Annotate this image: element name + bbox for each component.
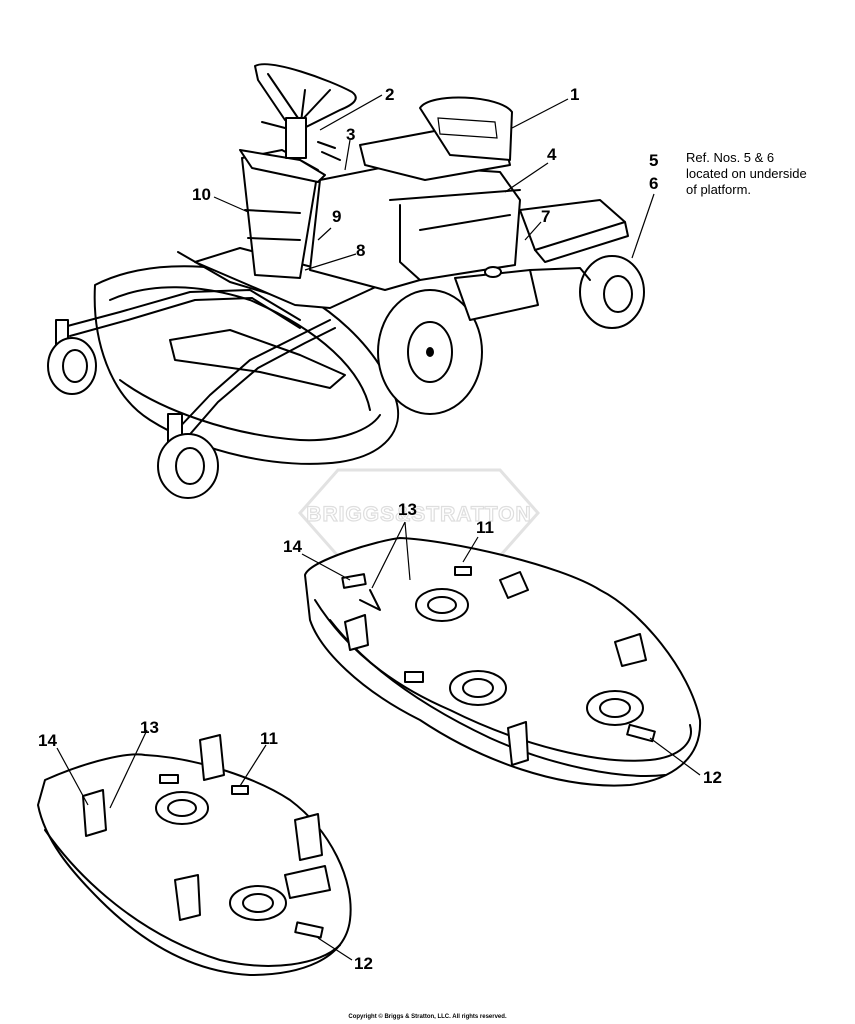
deck2-callout-13: 13 [140,718,159,737]
callout-2: 2 [385,85,394,104]
brand-watermark: BRIGGS&STRATTON [297,468,541,558]
note-line-2: located on underside [686,166,807,181]
seat [359,96,513,181]
note-line-1: Ref. Nos. 5 & 6 [686,150,775,165]
deck2-callout-14: 14 [38,731,57,750]
callout-8: 8 [356,241,365,260]
callout-3: 3 [346,125,355,144]
callout-1: 1 [570,85,579,104]
deck1-callout-13: 13 [398,500,417,519]
deck1-callout-11: 11 [476,518,494,537]
callout-7: 7 [541,207,550,226]
deck1-callout-14: 14 [283,537,302,556]
copyright-notice: Copyright © Briggs & Stratton, LLC. All … [348,1014,507,1020]
deck2-spindles [155,791,287,921]
deck2-callouts: 14 13 11 12 [38,718,373,973]
mower-callouts: 1 2 3 4 5 6 7 8 9 10 [192,85,658,271]
note-line-3: of platform. [686,182,752,197]
callout-9: 9 [332,207,341,226]
steering-wheel [254,63,357,159]
front-caster-right [157,413,219,499]
mower-deck-large-illustration [304,537,702,787]
rear-wheel-right [579,255,645,329]
rear-wheel-left [377,289,483,415]
front-caster-left [47,319,97,395]
watermark-text: BRIGGS&STRATTON [306,503,531,526]
callout-6: 6 [649,174,658,193]
reference-note: Ref. Nos. 5 & 6 located on underside of … [686,150,807,198]
mower-deck-small-illustration [37,734,352,976]
deck2-callout-12: 12 [354,954,373,973]
deck1-callouts: 14 13 11 12 [283,500,722,787]
steering-console [241,149,319,279]
callout-4: 4 [547,145,557,164]
deck1-callout-12: 12 [703,768,722,787]
deck1-spindles [415,588,644,726]
callout-10: 10 [192,185,211,204]
callout-5: 5 [649,151,658,170]
deck2-callout-11: 11 [260,729,278,748]
riding-mower-illustration [47,63,645,499]
